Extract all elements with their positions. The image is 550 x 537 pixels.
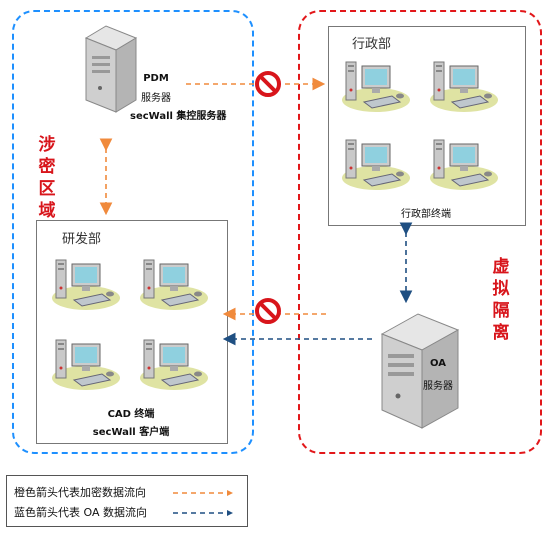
admin-dept-title: 行政部 (352, 37, 392, 52)
oa-server-icon (380, 313, 460, 429)
isolation-zone-label-text: 虚拟隔离 (492, 257, 510, 343)
rnd-dept-caption-client: secWall 客户端 (92, 427, 170, 438)
pdm-server-line2: 服务器 (141, 93, 171, 104)
admin-dept-caption: 行政部终端 (401, 209, 451, 220)
legend-box: 橙色箭头代表加密数据流向 蓝色箭头代表 OA 数据流向 (6, 475, 248, 527)
isolation-zone (298, 10, 542, 454)
block-icon-bottom (255, 298, 281, 324)
rnd-dept-caption-cad: CAD 终端 (107, 409, 155, 420)
isolation-zone-label: 虚拟隔离 (488, 252, 514, 348)
rnd-dept-title: 研发部 (62, 232, 102, 247)
legend-blue-arrow (173, 510, 233, 516)
legend-orange-arrow (173, 490, 233, 496)
admin-dept-box (328, 26, 526, 226)
pdm-server-line3: secWall 集控服务器 (130, 111, 227, 122)
rnd-dept-box (36, 220, 228, 444)
secure-zone-label: 涉密区域 (34, 130, 60, 226)
oa-server-line2: 服务器 (423, 381, 453, 392)
block-icon-top (255, 71, 281, 97)
secure-zone (12, 10, 254, 454)
pdm-server-line1: PDM (143, 73, 169, 84)
legend-orange-text: 橙色箭头代表加密数据流向 (14, 486, 146, 499)
legend-blue-text: 蓝色箭头代表 OA 数据流向 (14, 506, 147, 519)
oa-server-line1: OA (430, 358, 446, 369)
secure-zone-label-text: 涉密区域 (38, 135, 56, 221)
pdm-server-icon (84, 25, 138, 113)
